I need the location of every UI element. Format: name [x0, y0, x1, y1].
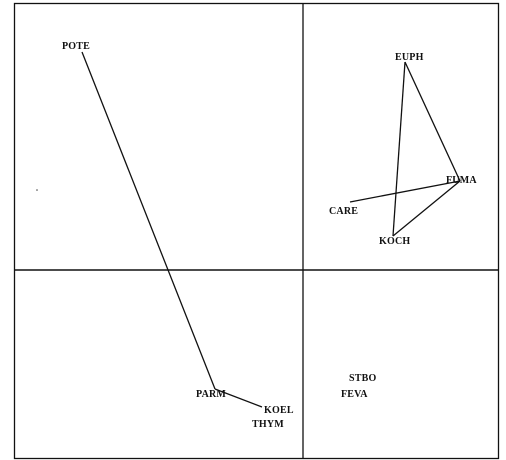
- edge-fuma-koch: [392, 180, 461, 237]
- node-label-koch: KOCH: [379, 236, 410, 247]
- edge-parm-koel: [214, 388, 263, 408]
- edge-euph-koch: [392, 61, 406, 237]
- plot-frame: [13, 2, 500, 460]
- labels-layer: POTE EUPH FUMA CARE KOCH PARM KOEL THYM …: [62, 41, 477, 430]
- node-label-fuma: FUMA: [446, 175, 477, 186]
- node-label-care: CARE: [329, 206, 358, 217]
- node-label-stbo: STBO: [349, 373, 377, 384]
- edge-care-fuma: [349, 180, 461, 203]
- stray-dot: [36, 189, 38, 191]
- node-label-pote: POTE: [62, 41, 90, 52]
- edges-layer: [81, 51, 461, 408]
- node-label-thym: THYM: [252, 419, 284, 430]
- node-label-feva: FEVA: [341, 389, 368, 400]
- edge-euph-fuma: [404, 61, 461, 182]
- node-label-koel: KOEL: [264, 405, 294, 416]
- node-label-parm: PARM: [196, 389, 226, 400]
- edge-pote-parm: [81, 51, 216, 390]
- node-label-euph: EUPH: [395, 52, 424, 63]
